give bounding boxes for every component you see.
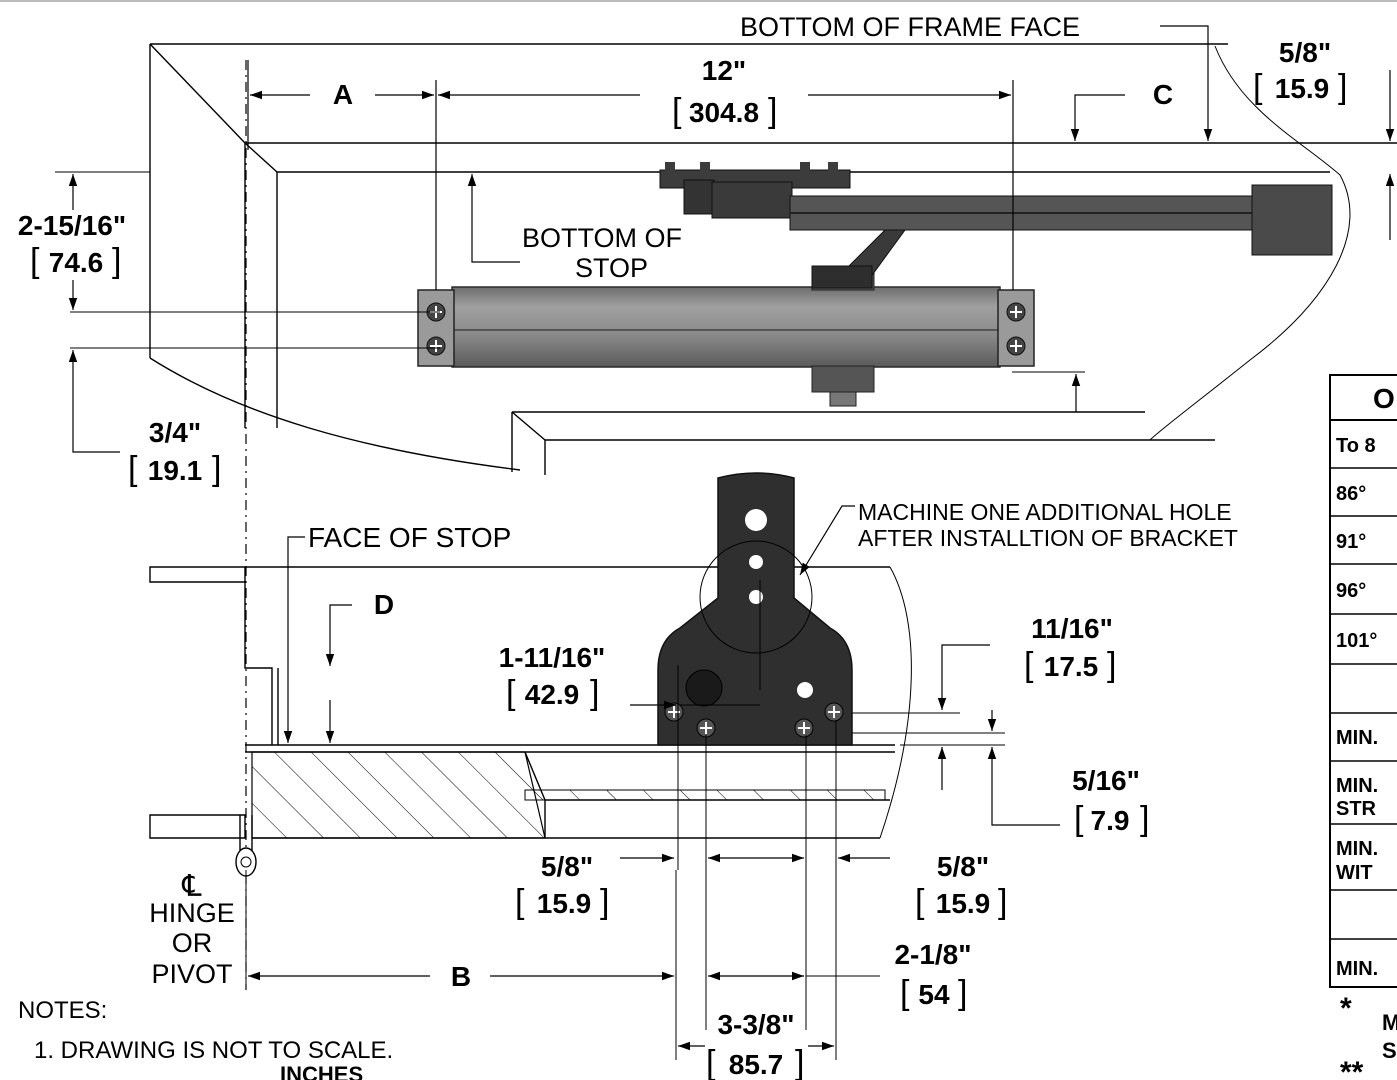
dim-58-right-in: 5/8": [937, 851, 989, 882]
label-machine-note-1: MACHINE ONE ADDITIONAL HOLE: [858, 499, 1232, 525]
svg-text:]: ]: [1338, 68, 1347, 106]
svg-text:[: [: [900, 974, 910, 1012]
table-footnote-star: *: [1340, 992, 1352, 1025]
dim-516-in: 5/16": [1072, 765, 1140, 796]
svg-text:[: [: [915, 883, 925, 921]
diagram-labels: BOTTOM OF FRAME FACE A C D B BOTTOM OF S…: [18, 12, 1348, 1080]
table-footnote-double: **: [1340, 1056, 1364, 1080]
svg-text:[: [: [515, 883, 525, 921]
label-bottom-of-stop-1: BOTTOM OF: [522, 223, 682, 253]
svg-text:]: ]: [958, 974, 967, 1012]
table-cell: MIN.: [1336, 775, 1378, 797]
svg-text:[: [: [706, 1044, 716, 1080]
frame-outline: [149, 43, 1397, 475]
label-pivot: PIVOT: [151, 959, 232, 989]
svg-text:[: [: [128, 450, 138, 488]
svg-text:]: ]: [112, 242, 121, 280]
table-cell: 91°: [1336, 531, 1366, 553]
label-c: C: [1153, 79, 1173, 110]
dim-516-mm: 7.9: [1091, 805, 1130, 836]
mounting-bracket: [657, 472, 853, 746]
svg-text:]: ]: [768, 92, 777, 130]
dim-218-mm: 54: [918, 979, 950, 1010]
dim-34-in: 3/4": [149, 417, 201, 448]
table-cell: MIN.: [1336, 958, 1378, 980]
dim-58-left-mm: 15.9: [537, 888, 592, 919]
label-face-of-stop: FACE OF STOP: [308, 522, 511, 553]
label-bottom-of-frame-face: BOTTOM OF FRAME FACE: [740, 12, 1080, 42]
dim-58-top-mm: 15.9: [1275, 73, 1330, 104]
dim-21516-mm: 74.6: [49, 247, 104, 278]
dim-21516-in: 2-15/16": [18, 210, 126, 241]
dimension-lines: [55, 25, 1395, 1060]
label-d: D: [374, 589, 394, 620]
svg-text:[: [: [1253, 68, 1263, 106]
svg-text:[: [: [1024, 646, 1034, 684]
table-header: O: [1373, 383, 1395, 414]
svg-text:[: [: [30, 242, 40, 280]
label-or: OR: [172, 928, 213, 958]
dim-1116-in: 11/16": [1031, 613, 1113, 644]
dim-218-in: 2-1/8": [894, 939, 971, 970]
hinge-centerline-symbol: ℄: [181, 870, 202, 903]
dim-12-in: 12": [702, 55, 746, 86]
label-a: A: [333, 79, 353, 110]
dim-58-right-mm: 15.9: [936, 888, 991, 919]
svg-text:]: ]: [600, 883, 609, 921]
table-cell: MIN.: [1336, 727, 1378, 749]
note-inches-partial: INCHES: [280, 1062, 363, 1080]
options-table: O To 8 86° 91° 96° 101° MIN. MIN. STR MI…: [1329, 374, 1397, 1080]
dim-58-left-in: 5/8": [541, 851, 593, 882]
note-1: 1. DRAWING IS NOT TO SCALE.: [34, 1037, 393, 1064]
table-cell: 86°: [1336, 483, 1366, 505]
svg-text:[: [: [672, 92, 682, 130]
table-cell: STR: [1336, 798, 1377, 820]
label-b: B: [451, 961, 471, 992]
table-cell: To 8: [1336, 435, 1376, 457]
svg-text:[: [: [506, 674, 516, 712]
door-closer-arm: [659, 162, 1333, 289]
table-cell: WIT: [1336, 862, 1373, 884]
label-hinge: HINGE: [149, 898, 235, 928]
svg-text:]: ]: [212, 450, 221, 488]
dim-338-mm: 85.7: [729, 1049, 784, 1080]
label-machine-note-2: AFTER INSTALLTION OF BRACKET: [858, 525, 1238, 551]
dim-12-mm: 304.8: [689, 97, 759, 128]
dim-11116-in: 1-11/16": [499, 642, 606, 673]
table-cell: MIN.: [1336, 838, 1378, 860]
table-cell: 96°: [1336, 580, 1366, 602]
table-footnote-m: M: [1382, 1010, 1397, 1035]
dim-1116-mm: 17.5: [1044, 651, 1099, 682]
dim-34-mm: 19.1: [148, 455, 203, 486]
label-bottom-of-stop-2: STOP: [575, 253, 648, 283]
table-footnote-s: S: [1382, 1038, 1397, 1063]
dim-11116-mm: 42.9: [525, 679, 580, 710]
svg-text:[: [: [1074, 800, 1084, 838]
svg-text:]: ]: [590, 674, 599, 712]
svg-text:]: ]: [998, 883, 1007, 921]
door-closer-body: [417, 265, 1035, 407]
dim-58-top-in: 5/8": [1279, 37, 1331, 68]
dim-338-in: 3-3/8": [717, 1009, 794, 1040]
svg-text:]: ]: [795, 1044, 804, 1080]
notes-heading: NOTES:: [18, 997, 107, 1024]
svg-text:]: ]: [1140, 800, 1149, 838]
svg-text:]: ]: [1107, 646, 1116, 684]
notes: NOTES: 1. DRAWING IS NOT TO SCALE. INCHE…: [18, 997, 393, 1080]
table-cell: 101°: [1336, 630, 1377, 652]
